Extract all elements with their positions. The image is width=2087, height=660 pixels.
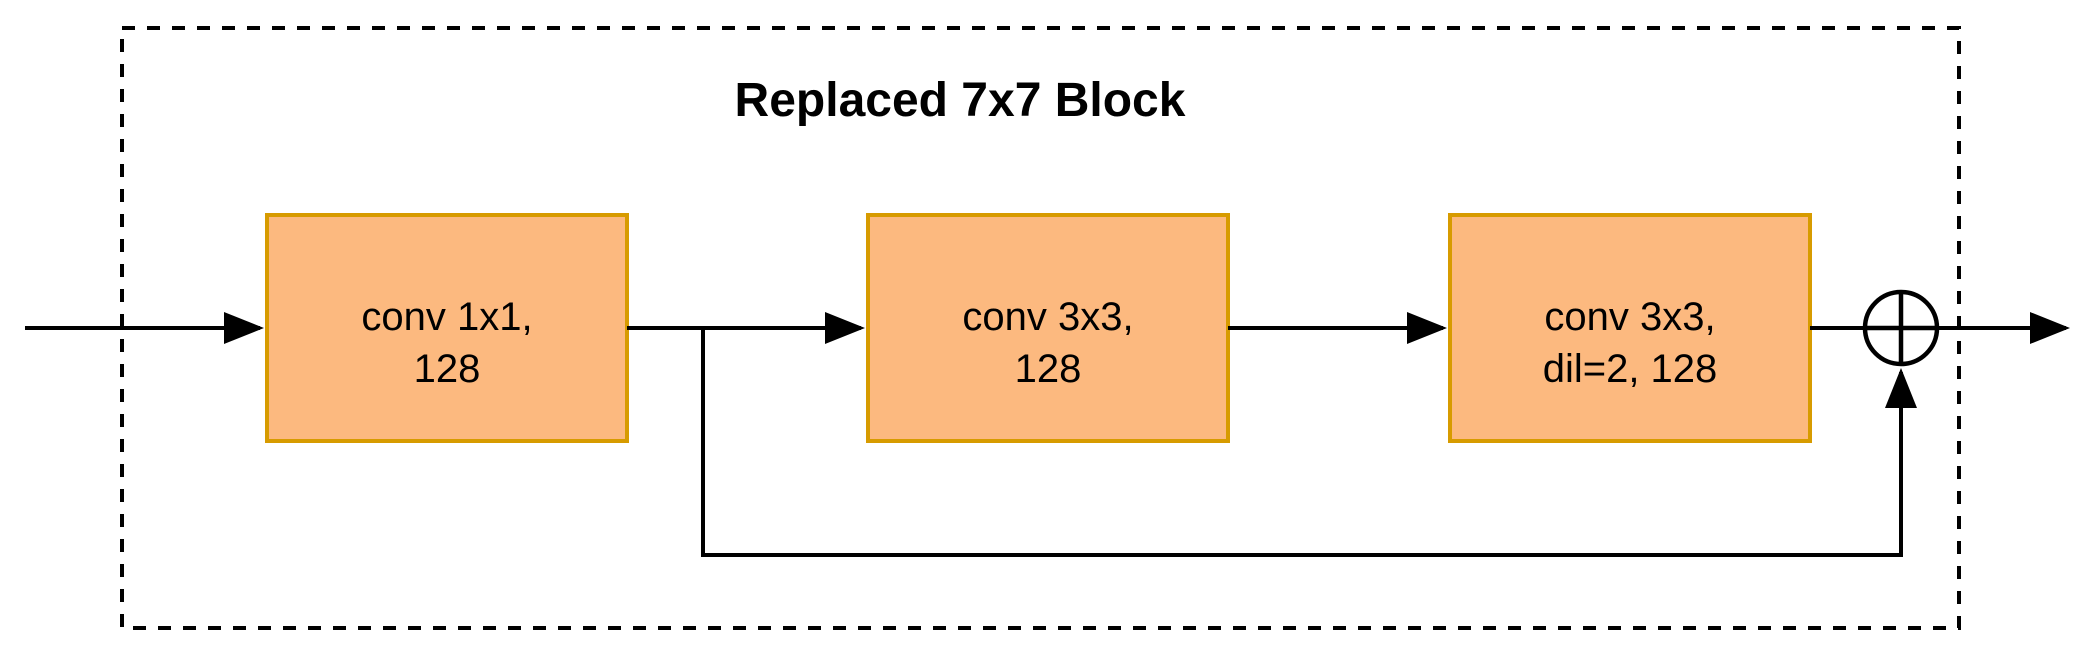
node-label-line1: conv 3x3, xyxy=(1544,295,1715,339)
node-label-line1: conv 1x1, xyxy=(361,295,532,339)
skip-connection xyxy=(701,328,1917,557)
node-label-line2: 128 xyxy=(1015,347,1082,391)
node-box xyxy=(1448,213,1812,443)
node-label-line2: 128 xyxy=(414,347,481,391)
plus-icon xyxy=(1865,292,1937,364)
node-conv1x1: conv 1x1, 128 xyxy=(265,213,629,443)
node-box xyxy=(866,213,1230,443)
node-conv3x3-dilated: conv 3x3, dil=2, 128 xyxy=(1448,213,1812,443)
node-label-line2: dil=2, 128 xyxy=(1543,347,1718,391)
block-title: Replaced 7x7 Block xyxy=(735,74,1186,127)
add-operator xyxy=(1862,289,1940,367)
node-label-line1: conv 3x3, xyxy=(962,295,1133,339)
node-conv3x3: conv 3x3, 128 xyxy=(866,213,1230,443)
